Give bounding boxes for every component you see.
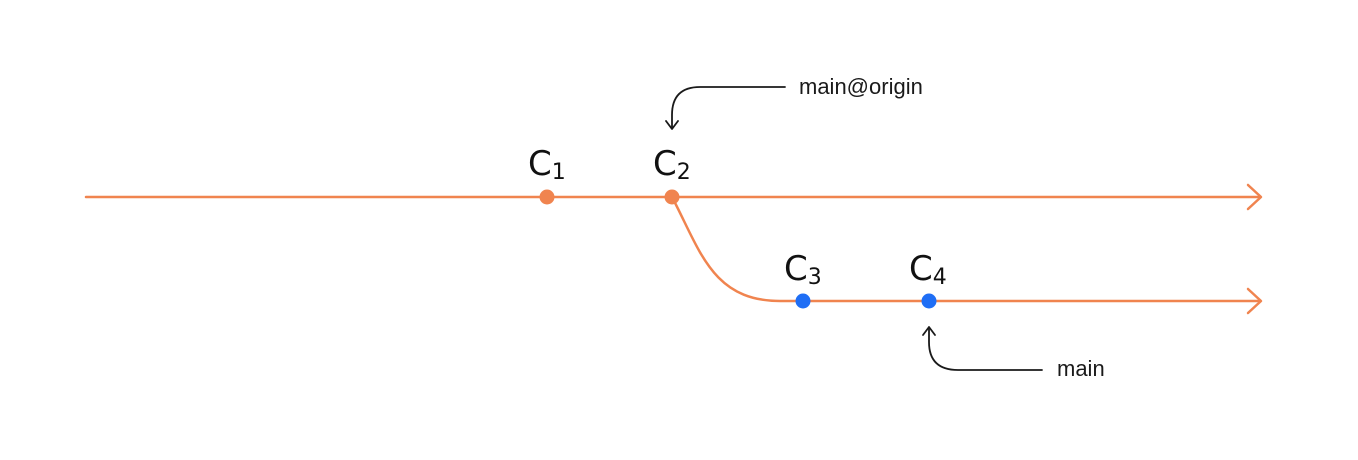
commit-dot-c4 [921,293,937,309]
local-ref-arrow-shaft [928,327,1043,371]
commit-dot-c1 [539,189,555,205]
local-branch-arrowhead [1246,287,1263,315]
local-ref-label: main [1057,356,1105,381]
origin-ref-label: main@origin [799,74,923,99]
origin-ref-arrowhead [665,120,679,130]
commit-dot-c3 [795,293,811,309]
commit-label-c4: C4 [909,249,947,290]
origin-ref-pointer: main@origin [665,74,923,130]
local-branch-curve [670,195,1262,303]
commit-label-c1: C1 [528,144,566,185]
commit-dot-c2 [664,189,680,205]
local-ref-pointer: main [922,326,1105,381]
local-ref-arrowhead [922,326,936,336]
commit-label-c2: C2 [653,144,691,185]
local-branch [670,195,1263,315]
origin-ref-arrow-shaft [671,86,786,129]
origin-branch-arrowhead [1246,183,1263,211]
commit-label-c3: C3 [784,249,822,290]
